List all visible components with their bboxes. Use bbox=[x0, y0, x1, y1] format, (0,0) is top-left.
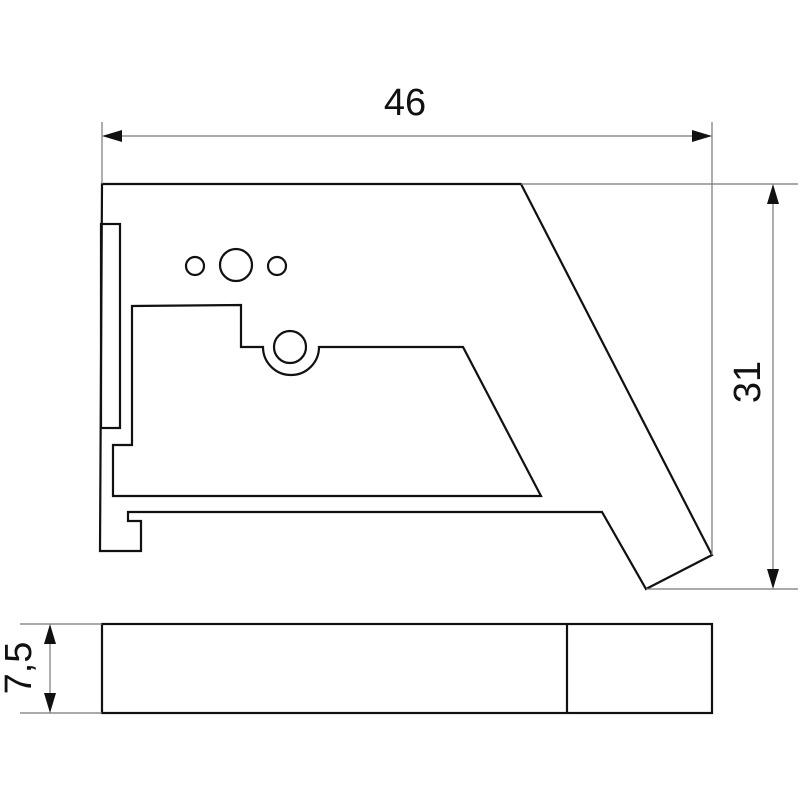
dimension-height: 31 bbox=[521, 183, 798, 590]
dimension-width-label: 46 bbox=[384, 82, 426, 124]
arrow-up-icon bbox=[767, 184, 779, 204]
part-outer-contour bbox=[98, 182, 714, 591]
arrow-down-icon bbox=[44, 693, 56, 713]
hole-small-left bbox=[184, 255, 206, 277]
dimension-height-label: 31 bbox=[727, 361, 769, 403]
arrow-up-icon bbox=[44, 624, 56, 644]
arrow-down-icon bbox=[767, 569, 779, 589]
side-view-body bbox=[100, 622, 714, 715]
part-left-slot bbox=[99, 222, 122, 430]
arrow-left-icon bbox=[102, 130, 122, 142]
part-inner-cutout bbox=[111, 303, 543, 498]
dimension-thickness-label: 7,5 bbox=[0, 642, 40, 695]
dimension-width: 46 bbox=[101, 82, 713, 555]
hole-large bbox=[218, 247, 254, 283]
arrow-right-icon bbox=[692, 130, 712, 142]
dimension-thickness: 7,5 bbox=[0, 623, 102, 714]
hole-small-right bbox=[266, 255, 288, 277]
hole-pivot bbox=[272, 329, 308, 365]
